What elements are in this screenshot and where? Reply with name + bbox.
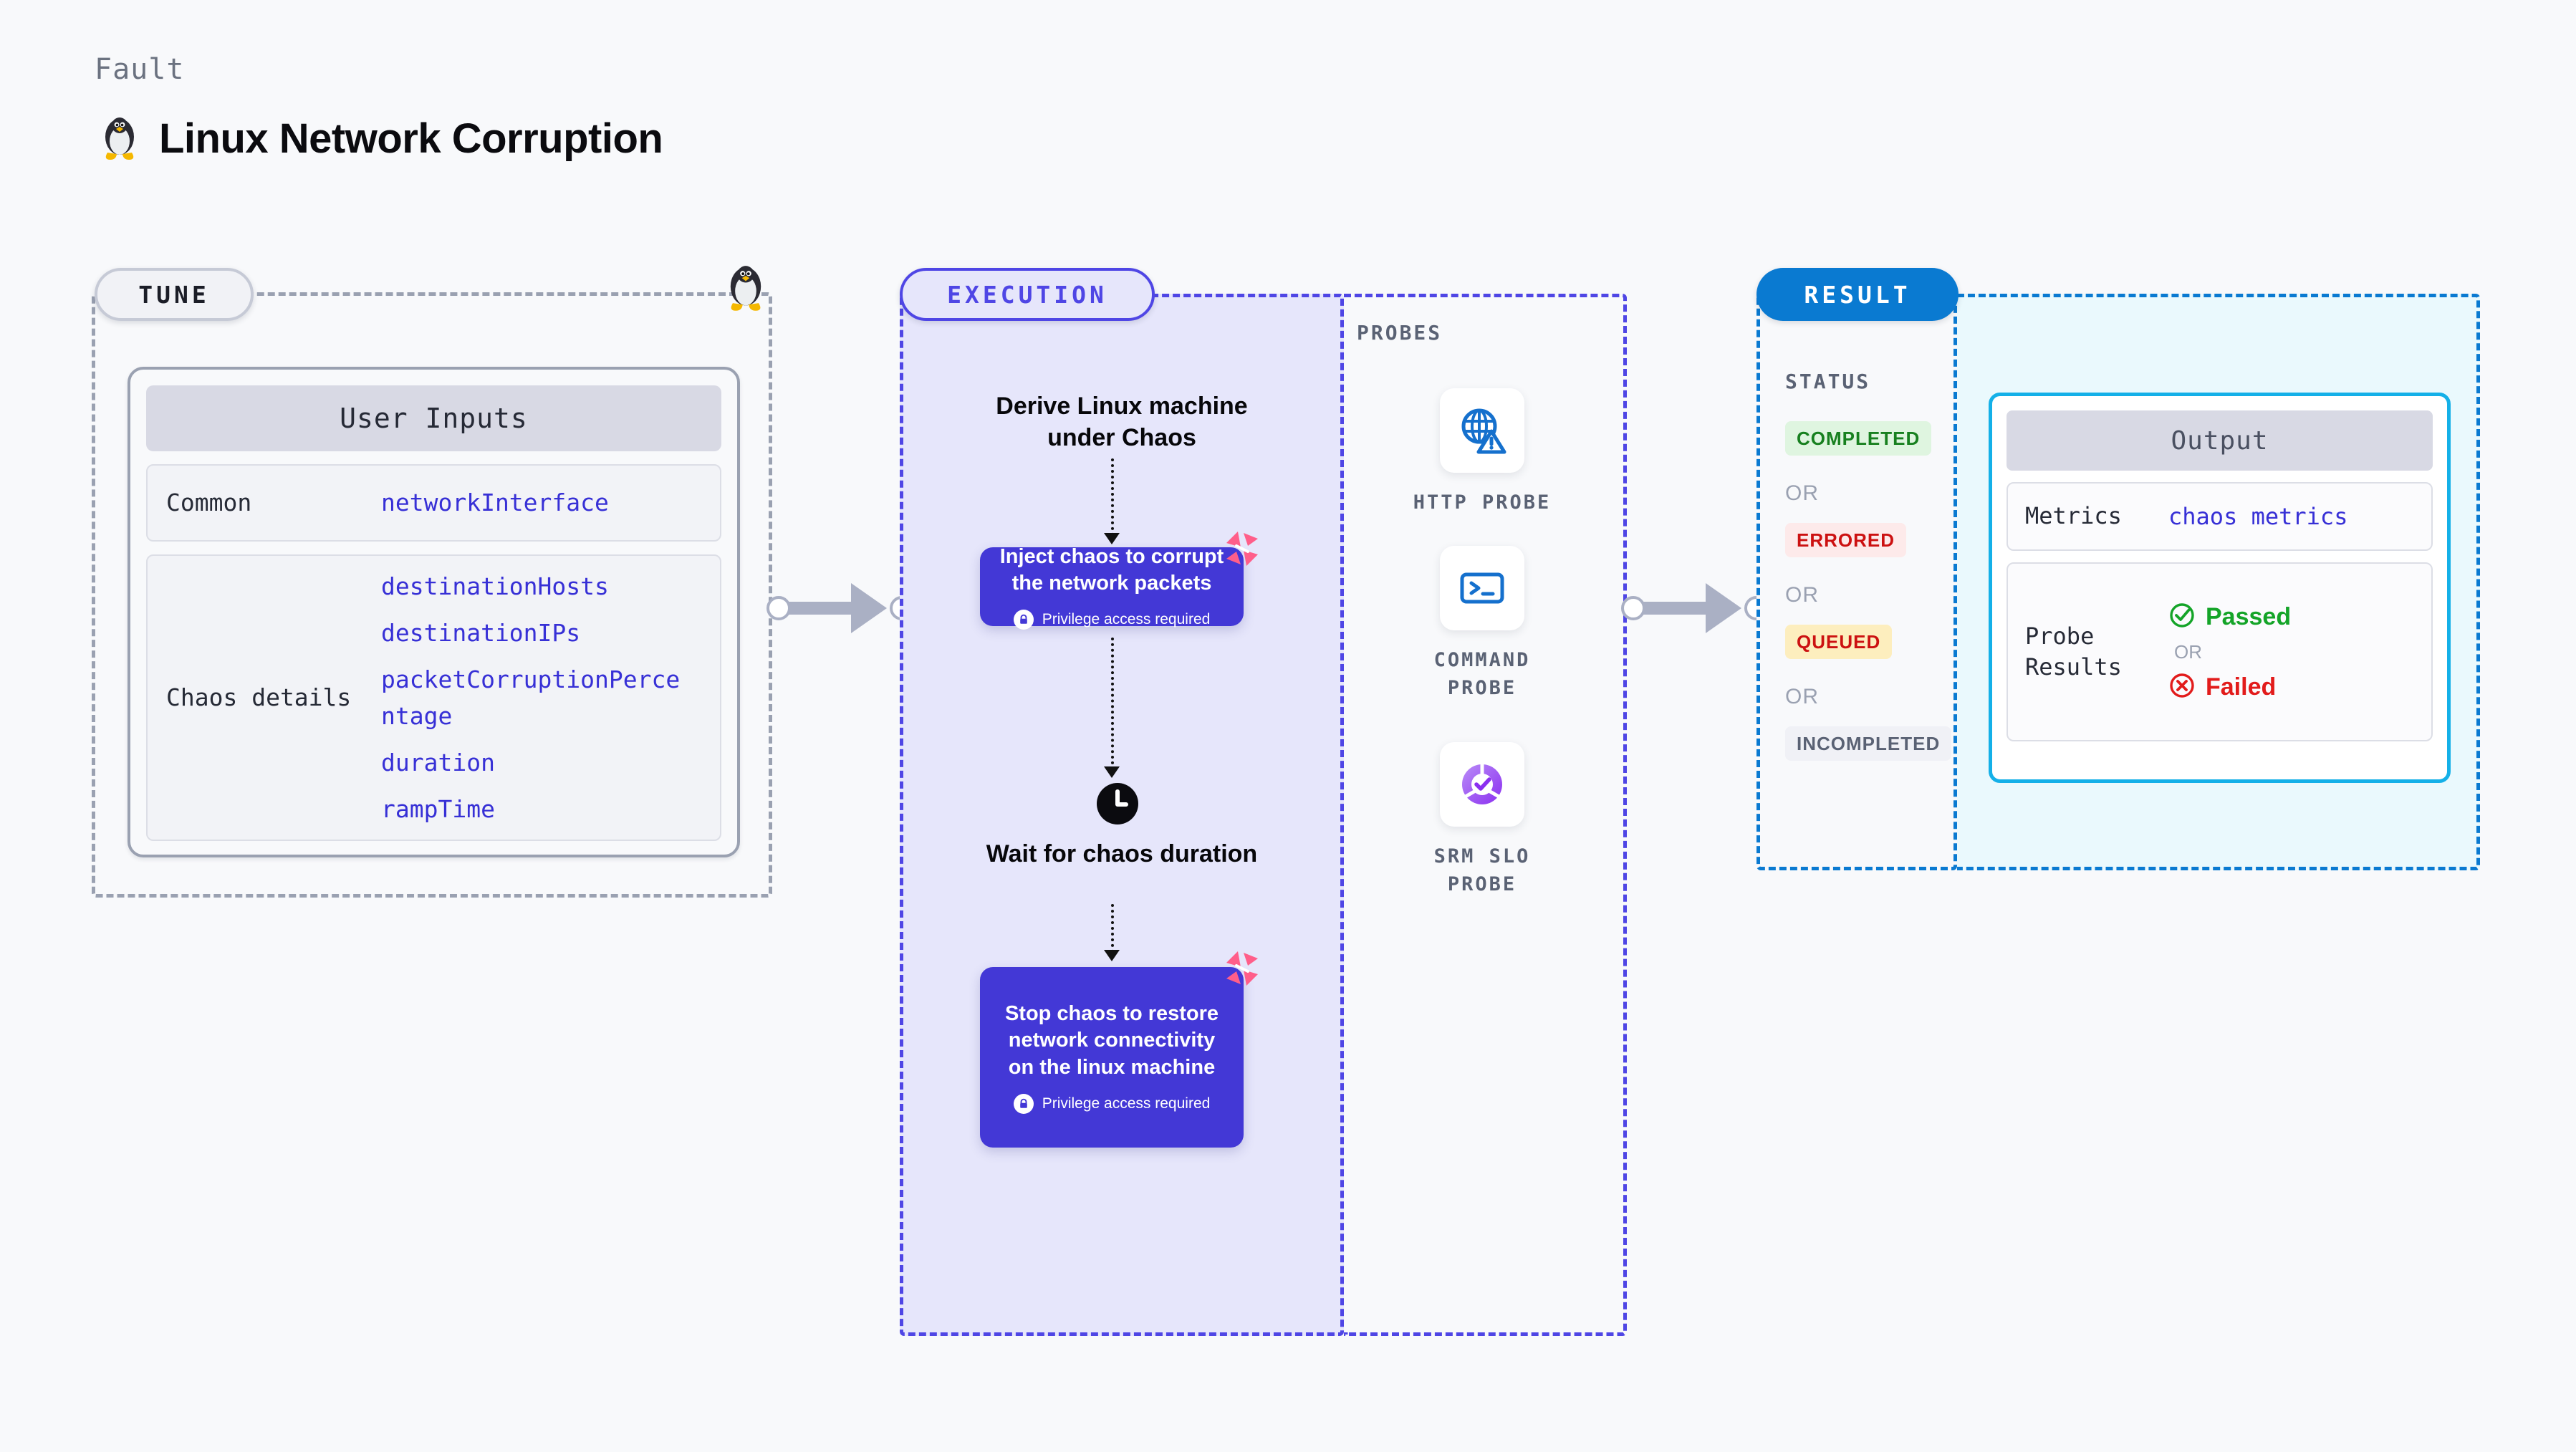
harness-logo-icon — [1222, 529, 1262, 569]
or-separator: OR — [2174, 640, 2202, 663]
step-derive-linux-machine-label: Derive Linux machine under Chaos — [996, 393, 1248, 452]
terminal-icon — [1440, 546, 1524, 630]
flow-arrowhead-1 — [1104, 533, 1120, 544]
metrics-value[interactable]: chaos metrics — [2168, 503, 2348, 530]
user-inputs-card: User Inputs Common networkInterface Chao… — [128, 367, 740, 857]
failed-label: Failed — [2206, 673, 2277, 701]
status-panel — [1756, 294, 1957, 870]
privilege-note-label: Privilege access required — [1042, 611, 1211, 628]
clock-icon — [1096, 782, 1139, 825]
status-section-label: STATUS — [1785, 370, 1871, 393]
probes-section-label: PROBES — [1357, 321, 1443, 345]
flow-connector-1 — [1111, 458, 1114, 536]
step-stop-chaos-label: Stop chaos to restore network connectivi… — [1004, 1002, 1219, 1079]
privilege-note-row: Privilege access required — [1013, 1093, 1211, 1114]
tune-linux-tux-icon — [724, 264, 768, 317]
param-destinationHosts[interactable]: destinationHosts — [381, 572, 609, 600]
globe-warning-icon — [1440, 388, 1524, 473]
flow-connector-2 — [1111, 638, 1114, 770]
linux-tux-icon — [99, 115, 140, 163]
row-label: Chaos details — [166, 683, 352, 711]
probe-label: COMMAND PROBE — [1433, 649, 1531, 700]
lock-icon — [1013, 1093, 1034, 1114]
harness-logo-icon — [1222, 948, 1262, 989]
privilege-note-label: Privilege access required — [1042, 1095, 1211, 1112]
status-badge-incompleted: INCOMPLETED — [1785, 726, 1952, 761]
output-row-metrics: Metrics chaos metrics — [2007, 482, 2433, 551]
param-rampTime[interactable]: rampTime — [381, 795, 495, 824]
tune-section-pill[interactable]: TUNE — [95, 268, 254, 321]
probe-item-srm-slo[interactable]: SRM SLO PROBE — [1407, 742, 1557, 898]
probe-item-command[interactable]: COMMAND PROBE — [1407, 546, 1557, 702]
flow-connector-3 — [1111, 904, 1114, 953]
result-section-pill[interactable]: RESULT — [1756, 268, 1959, 321]
flow-arrowhead-2 — [1104, 766, 1120, 778]
param-destinationIPs[interactable]: destinationIPs — [381, 618, 581, 647]
probe-result-failed: Failed — [2168, 672, 2291, 703]
probe-results-label: Probe Results — [2025, 622, 2122, 681]
row-values: destinationHosts destinationIPs packetCo… — [381, 568, 682, 828]
privilege-note-row: Privilege access required — [1013, 610, 1211, 630]
probe-item-http[interactable]: HTTP PROBE — [1407, 388, 1557, 516]
probe-results-values: Passed OR Failed — [2168, 602, 2291, 703]
slo-donut-check-icon — [1440, 742, 1524, 827]
step-inject-chaos-label: Inject chaos to corrupt the network pack… — [999, 544, 1224, 595]
output-card-title: Output — [2007, 410, 2433, 471]
row-values: networkInterface — [381, 484, 609, 521]
param-networkInterface[interactable]: networkInterface — [381, 489, 609, 517]
status-badge-completed: COMPLETED — [1785, 421, 1932, 456]
execution-section-pill[interactable]: EXECUTION — [900, 268, 1155, 321]
row-label: Common — [166, 488, 252, 516]
output-card: Output Metrics chaos metrics Probe Resul… — [1989, 393, 2451, 783]
status-badge-queued: QUEUED — [1785, 625, 1893, 659]
or-separator: OR — [1785, 481, 1819, 505]
passed-label: Passed — [2206, 602, 2292, 630]
fault-kicker-label: Fault — [95, 53, 185, 86]
user-input-row-chaos-details: Chaos details destinationHosts destinati… — [146, 554, 721, 841]
check-circle-icon — [2168, 602, 2196, 633]
probe-result-passed: Passed — [2168, 602, 2291, 633]
param-packetCorruptionPercentage[interactable]: packetCorruptionPercentage — [381, 665, 681, 730]
page-title-row: Linux Network Corruption — [99, 115, 663, 163]
or-separator: OR — [1785, 685, 1819, 708]
or-separator: OR — [1785, 583, 1819, 607]
page-title: Linux Network Corruption — [159, 115, 663, 162]
probe-label: SRM SLO PROBE — [1433, 845, 1531, 896]
flow-arrowhead-3 — [1104, 950, 1120, 961]
lock-icon — [1013, 610, 1034, 630]
user-input-row-common: Common networkInterface — [146, 464, 721, 542]
step-wait-for-chaos-label: Wait for chaos duration — [986, 840, 1258, 867]
user-inputs-title: User Inputs — [146, 385, 721, 451]
status-badge-errored: ERRORED — [1785, 523, 1907, 557]
step-stop-chaos-box[interactable]: Stop chaos to restore network connectivi… — [980, 951, 1258, 1148]
probe-label: HTTP PROBE — [1413, 491, 1552, 514]
metrics-label: Metrics — [2025, 502, 2122, 530]
param-duration[interactable]: duration — [381, 749, 495, 777]
step-inject-chaos-box[interactable]: Inject chaos to corrupt the network pack… — [980, 532, 1258, 630]
x-circle-icon — [2168, 672, 2196, 703]
output-row-probe-results: Probe Results Passed OR — [2007, 562, 2433, 741]
